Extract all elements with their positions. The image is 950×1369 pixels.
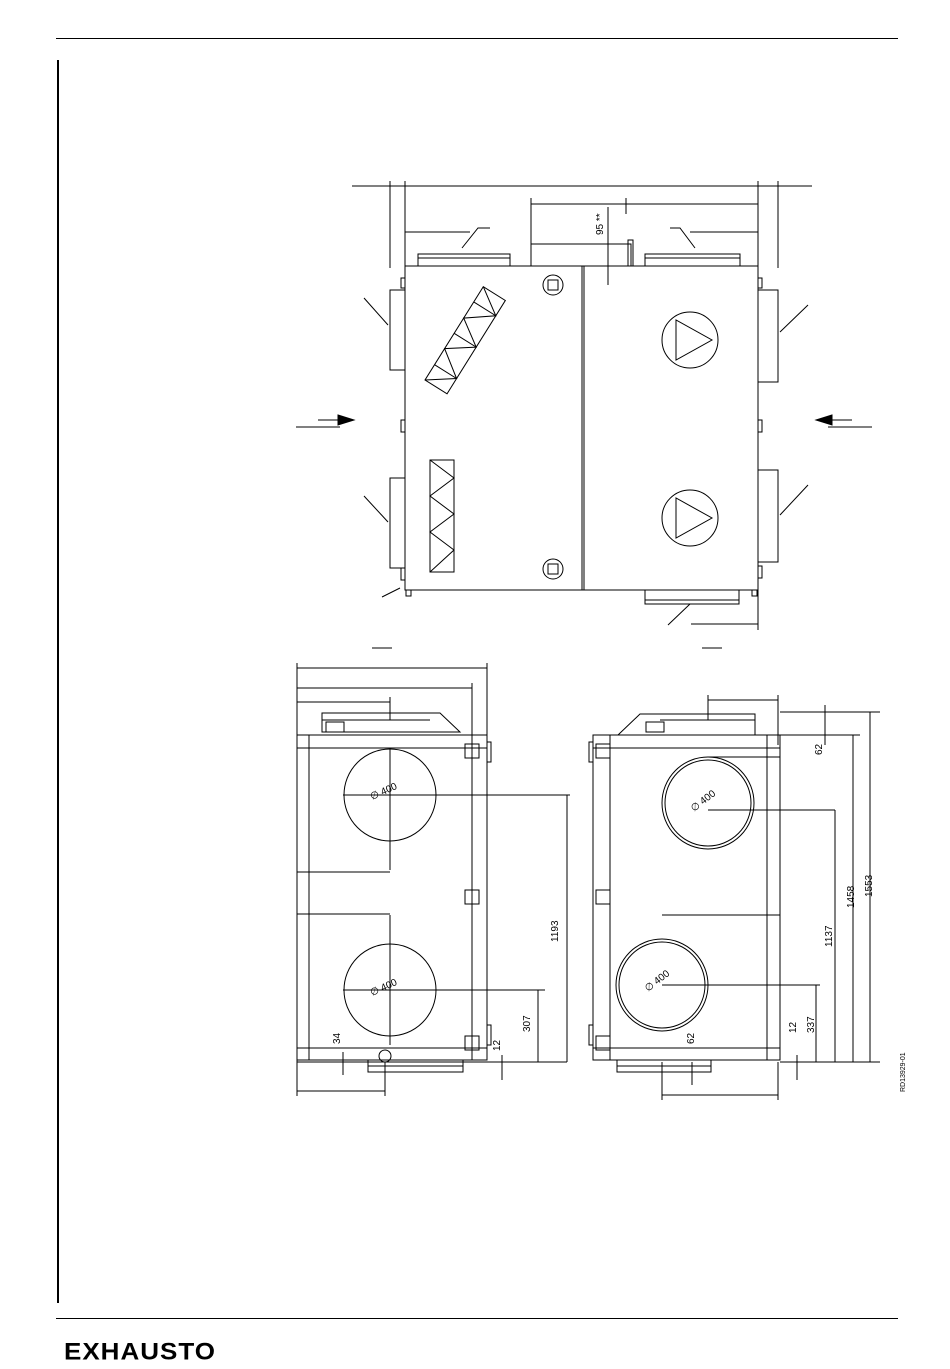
side-lower-duct-label: ∅ 400 xyxy=(643,968,672,994)
front-dim-12-label: 12 xyxy=(492,1039,503,1051)
dim-95-label: 95 ** xyxy=(595,213,606,235)
front-lower-duct-label: ∅ 400 xyxy=(369,977,400,999)
dim-1193-label: 1193 xyxy=(550,920,561,942)
dim-307-label: 307 xyxy=(522,1015,533,1032)
side-dim-62-top-label: 62 xyxy=(814,743,825,755)
dim-1553-label: 1553 xyxy=(864,874,875,897)
dim-34-label: 34 xyxy=(332,1032,343,1044)
side-view: ∅ 400 ∅ 400 62 62 1553 1458 1137 337 12 xyxy=(589,695,880,1100)
side-dim-62-bottom-label: 62 xyxy=(686,1032,697,1044)
dim-337-label: 337 xyxy=(806,1016,817,1033)
dim-1458-label: 1458 xyxy=(846,885,857,908)
drawing-code: RD13929-01 xyxy=(900,1052,907,1092)
exhausto-logo: EXHAUSTO xyxy=(64,1339,216,1363)
front-view: ∅ 400 ∅ 400 1193 307 34 12 xyxy=(297,663,570,1096)
front-upper-duct-label: ∅ 400 xyxy=(369,781,400,803)
dim-1137-label: 1137 xyxy=(824,925,835,947)
top-view: 95 ** xyxy=(296,181,872,648)
side-dim-12-label: 12 xyxy=(788,1021,799,1033)
